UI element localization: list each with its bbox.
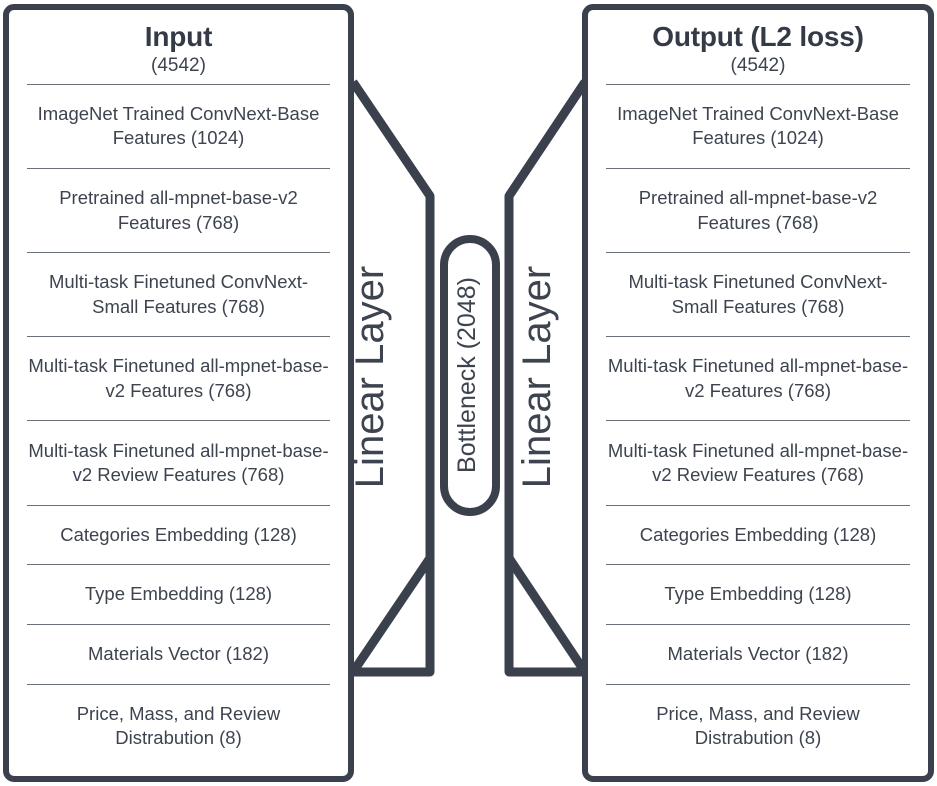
output-row-label: Pretrained all-mpnet-base-v2 Features (7… [638, 187, 878, 233]
output-row-label: Price, Mass, and Review Distrabution (8) [656, 702, 860, 749]
input-row: Multi-task Finetuned all-mpnet-base-v2 F… [27, 336, 330, 420]
input-row: Price, Mass, and Review Distrabution (8) [27, 683, 330, 768]
output-panel-rows: ImageNet Trained ConvNext-Base Features … [606, 83, 910, 768]
bottleneck-capsule [440, 235, 500, 516]
input-row-label: Type Embedding (128) [84, 583, 273, 605]
output-row: Multi-task Finetuned ConvNext-Small Feat… [606, 252, 910, 336]
output-row: Pretrained all-mpnet-base-v2 Features (7… [606, 167, 910, 252]
decoder-funnel-shape-lower [504, 196, 589, 675]
input-row: Categories Embedding (128) [27, 504, 330, 565]
input-row-label: Multi-task Finetuned ConvNext-Small Feat… [48, 271, 309, 317]
input-row: Multi-task Finetuned ConvNext-Small Feat… [27, 252, 330, 336]
bottleneck-label: Bottleneck (2048) [453, 277, 481, 473]
input-row: ImageNet Trained ConvNext-Base Features … [27, 83, 330, 168]
input-panel-title: Input [144, 21, 213, 52]
output-row-label: Type Embedding (128) [664, 583, 852, 605]
input-row: Type Embedding (128) [27, 564, 330, 624]
output-row-label: Multi-task Finetuned all-mpnet-base-v2 F… [607, 355, 909, 401]
output-row: Categories Embedding (128) [606, 504, 910, 565]
input-row-label: ImageNet Trained ConvNext-Base Features … [37, 102, 320, 149]
output-row: Type Embedding (128) [606, 564, 910, 624]
input-row: Pretrained all-mpnet-base-v2 Features (7… [27, 167, 330, 252]
output-row-label: Categories Embedding (128) [639, 523, 877, 545]
input-row-label: Multi-task Finetuned all-mpnet-base-v2 F… [28, 355, 329, 401]
output-row: ImageNet Trained ConvNext-Base Features … [606, 83, 910, 168]
output-panel: Output (L2 loss) (4542) ImageNet Trained… [582, 4, 934, 782]
input-panel: Input (4542) ImageNet Trained ConvNext-B… [3, 4, 354, 782]
output-row-label: Materials Vector (182) [667, 643, 849, 665]
decoder-linear-layer-label: Linear Layer [515, 265, 559, 489]
input-row-label: Categories Embedding (128) [60, 523, 297, 545]
output-panel-subtitle: (4542) [730, 55, 786, 77]
input-row-label: Multi-task Finetuned all-mpnet-base-v2 R… [28, 439, 329, 485]
input-row-label: Price, Mass, and Review Distrabution (8) [76, 702, 281, 749]
input-panel-subtitle: (4542) [151, 55, 206, 77]
input-row-label: Materials Vector (182) [88, 643, 269, 665]
output-row: Materials Vector (182) [606, 624, 910, 684]
encoder-funnel-shape-lower [349, 196, 435, 675]
encoder-linear-layer-label: Linear Layer [348, 265, 392, 489]
output-row-label: Multi-task Finetuned ConvNext-Small Feat… [628, 271, 888, 317]
input-row: Multi-task Finetuned all-mpnet-base-v2 R… [27, 420, 330, 504]
input-row-label: Pretrained all-mpnet-base-v2 Features (7… [59, 187, 298, 233]
output-row: Multi-task Finetuned all-mpnet-base-v2 F… [606, 336, 910, 420]
output-panel-title: Output (L2 loss) [652, 21, 864, 52]
output-row: Multi-task Finetuned all-mpnet-base-v2 R… [606, 420, 910, 504]
input-panel-rows: ImageNet Trained ConvNext-Base Features … [27, 83, 330, 768]
input-row: Materials Vector (182) [27, 624, 330, 684]
output-row-label: ImageNet Trained ConvNext-Base Features … [617, 102, 899, 149]
output-row: Price, Mass, and Review Distrabution (8) [606, 683, 910, 768]
output-row-label: Multi-task Finetuned all-mpnet-base-v2 R… [607, 439, 909, 485]
